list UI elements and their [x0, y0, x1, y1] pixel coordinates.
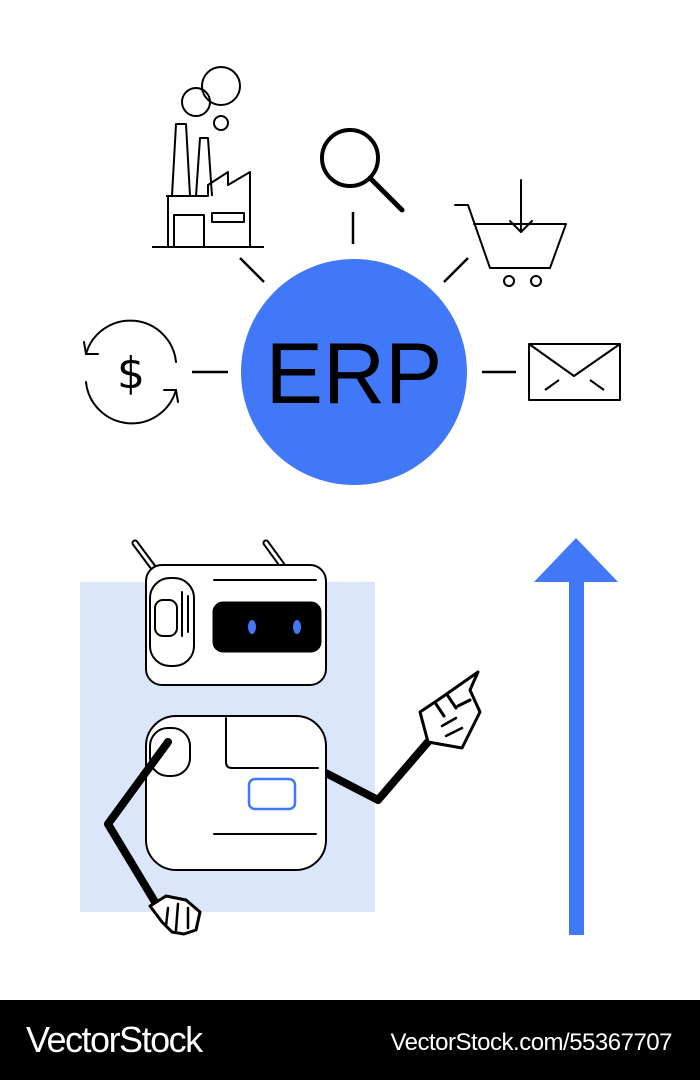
shopping-cart-icon — [454, 179, 567, 287]
erp-label: ERP — [266, 326, 443, 422]
robot-left-arm — [104, 738, 172, 906]
erp-hub — [241, 259, 467, 485]
magnifier-icon — [320, 128, 405, 213]
up-arrow-icon — [534, 538, 618, 935]
dollar-cycle-icon — [83, 319, 179, 425]
watermark-brand: VectorStock — [26, 1019, 203, 1060]
factory-icon — [152, 66, 264, 248]
connector-lines — [192, 212, 516, 374]
robot-eye — [293, 620, 301, 634]
dollar-sign-icon: $ — [117, 348, 145, 399]
watermark-footer: VectorStock VectorStock.com/55367707 — [0, 1000, 700, 1080]
robot-antenna — [264, 541, 284, 567]
watermark-image-id: VectorStock.com/55367707 — [390, 1029, 672, 1056]
envelope-icon — [528, 343, 621, 401]
robot-body-drum — [149, 727, 191, 777]
robot-eye — [248, 620, 256, 634]
robot-right-hand — [418, 670, 482, 750]
robot-illustration — [104, 539, 482, 936]
robot-chest-panel — [247, 777, 297, 811]
robot-visor — [212, 601, 322, 653]
erp-illustration: $ ERP — [80, 66, 621, 936]
robot-right-arm — [316, 724, 444, 804]
